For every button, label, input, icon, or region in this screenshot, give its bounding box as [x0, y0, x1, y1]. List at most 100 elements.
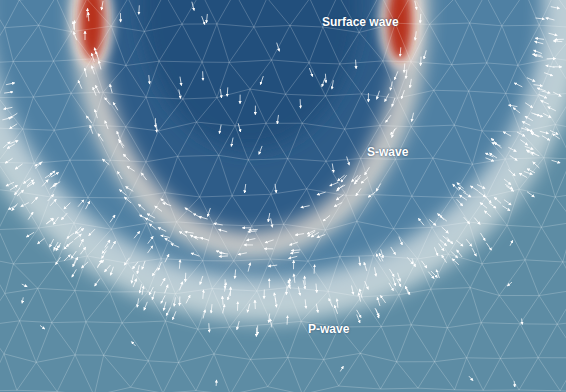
mesh-edge [38, 288, 52, 322]
displacement-arrow [225, 283, 227, 292]
mesh-edge [381, 295, 399, 327]
displacement-arrow [368, 192, 375, 197]
mesh-edge [502, 26, 518, 66]
displacement-arrow [48, 194, 54, 201]
displacement-arrow [152, 291, 155, 300]
displacement-arrow [309, 68, 312, 76]
mesh-edge [328, 257, 340, 292]
mesh-edge [251, 359, 268, 386]
displacement-arrow [268, 213, 270, 222]
mesh-edge [467, 357, 501, 359]
displacement-arrow [535, 18, 544, 19]
displacement-arrow [158, 227, 166, 231]
mesh-edge [200, 197, 214, 224]
displacement-arrow [49, 171, 55, 177]
mesh-edge [196, 391, 230, 392]
mesh-edge [284, 224, 308, 261]
mesh-edge [380, 98, 398, 125]
displacement-arrow [86, 201, 90, 209]
mesh-edge [541, 227, 562, 262]
mesh-edge [431, 288, 470, 290]
mesh-edge [411, 125, 454, 127]
mesh-edge [212, 289, 229, 328]
displacement-arrow [555, 39, 564, 40]
displacement-arrow [50, 239, 54, 247]
mesh-edge [198, 329, 214, 354]
mesh-edge [196, 98, 216, 122]
mesh-edge [411, 289, 431, 325]
mesh-edge [4, 321, 20, 354]
displacement-arrow [185, 232, 194, 233]
mesh-edge [52, 321, 86, 323]
displacement-arrow [277, 115, 278, 124]
mesh-edge [555, 124, 566, 159]
displacement-arrow [289, 279, 290, 288]
mesh-edge [165, 321, 178, 363]
mesh-edge [203, 224, 214, 260]
displacement-arrow [222, 296, 224, 305]
mesh-edge [418, 388, 455, 390]
mesh-edge [33, 97, 54, 130]
mesh-edge [555, 191, 566, 197]
mesh-edge [411, 325, 434, 362]
displacement-arrow [138, 5, 139, 14]
mesh-edge [75, 291, 110, 292]
mesh-edge [54, 125, 93, 130]
mesh-edge [482, 130, 521, 132]
mesh-edge [146, 97, 183, 99]
displacement-arrow [179, 260, 181, 269]
displacement-arrow [156, 123, 158, 132]
mesh-edge [270, 224, 283, 259]
mesh-edge [178, 122, 197, 156]
mesh-edge [288, 321, 301, 357]
mesh-edge [557, 290, 566, 325]
displacement-arrow [277, 43, 280, 52]
displacement-arrow [264, 290, 265, 299]
displacement-arrow [533, 162, 540, 168]
displacement-arrow [56, 257, 61, 264]
displacement-arrow [514, 83, 522, 87]
displacement-arrow [61, 213, 67, 220]
displacement-arrow [124, 258, 129, 265]
displacement-arrow [307, 230, 315, 234]
displacement-arrows [2, 1, 564, 387]
mesh-edge [325, 221, 357, 230]
displacement-arrow [10, 124, 18, 129]
displacement-arrow [376, 183, 381, 191]
displacement-arrow [96, 51, 99, 59]
mesh-edge [485, 0, 502, 26]
mesh-edge [381, 325, 411, 327]
mesh-edge [469, 197, 487, 222]
displacement-arrow [547, 58, 556, 59]
mesh-edge [483, 389, 519, 390]
displacement-arrow [399, 237, 402, 245]
mesh-edge [161, 259, 203, 261]
mesh-edge [308, 261, 328, 291]
displacement-arrow [42, 180, 48, 187]
mesh-edge [268, 387, 303, 392]
mesh-edge [0, 188, 17, 191]
mesh-edge [34, 163, 51, 197]
mesh-edge [232, 194, 271, 196]
mesh-edge [307, 189, 347, 196]
mesh-edge [448, 254, 470, 288]
displacement-arrow [406, 287, 410, 295]
displacement-arrow [358, 293, 360, 302]
mesh-edge [202, 24, 217, 62]
displacement-arrow [165, 254, 169, 262]
mesh-edge [309, 63, 340, 64]
displacement-arrow [469, 376, 473, 380]
displacement-arrow [27, 180, 34, 186]
mesh-edge [17, 192, 39, 228]
mesh-edge [110, 160, 128, 198]
displacement-arrow [166, 307, 170, 315]
displacement-arrow [537, 88, 546, 91]
displacement-arrow [361, 177, 368, 183]
mesh-edge [486, 159, 505, 197]
mesh-edge [70, 125, 93, 160]
displacement-arrow [531, 132, 539, 137]
displacement-arrow [216, 380, 217, 386]
displacement-arrow [147, 246, 152, 253]
mesh-edge [286, 94, 326, 96]
mesh-edge [502, 25, 539, 27]
